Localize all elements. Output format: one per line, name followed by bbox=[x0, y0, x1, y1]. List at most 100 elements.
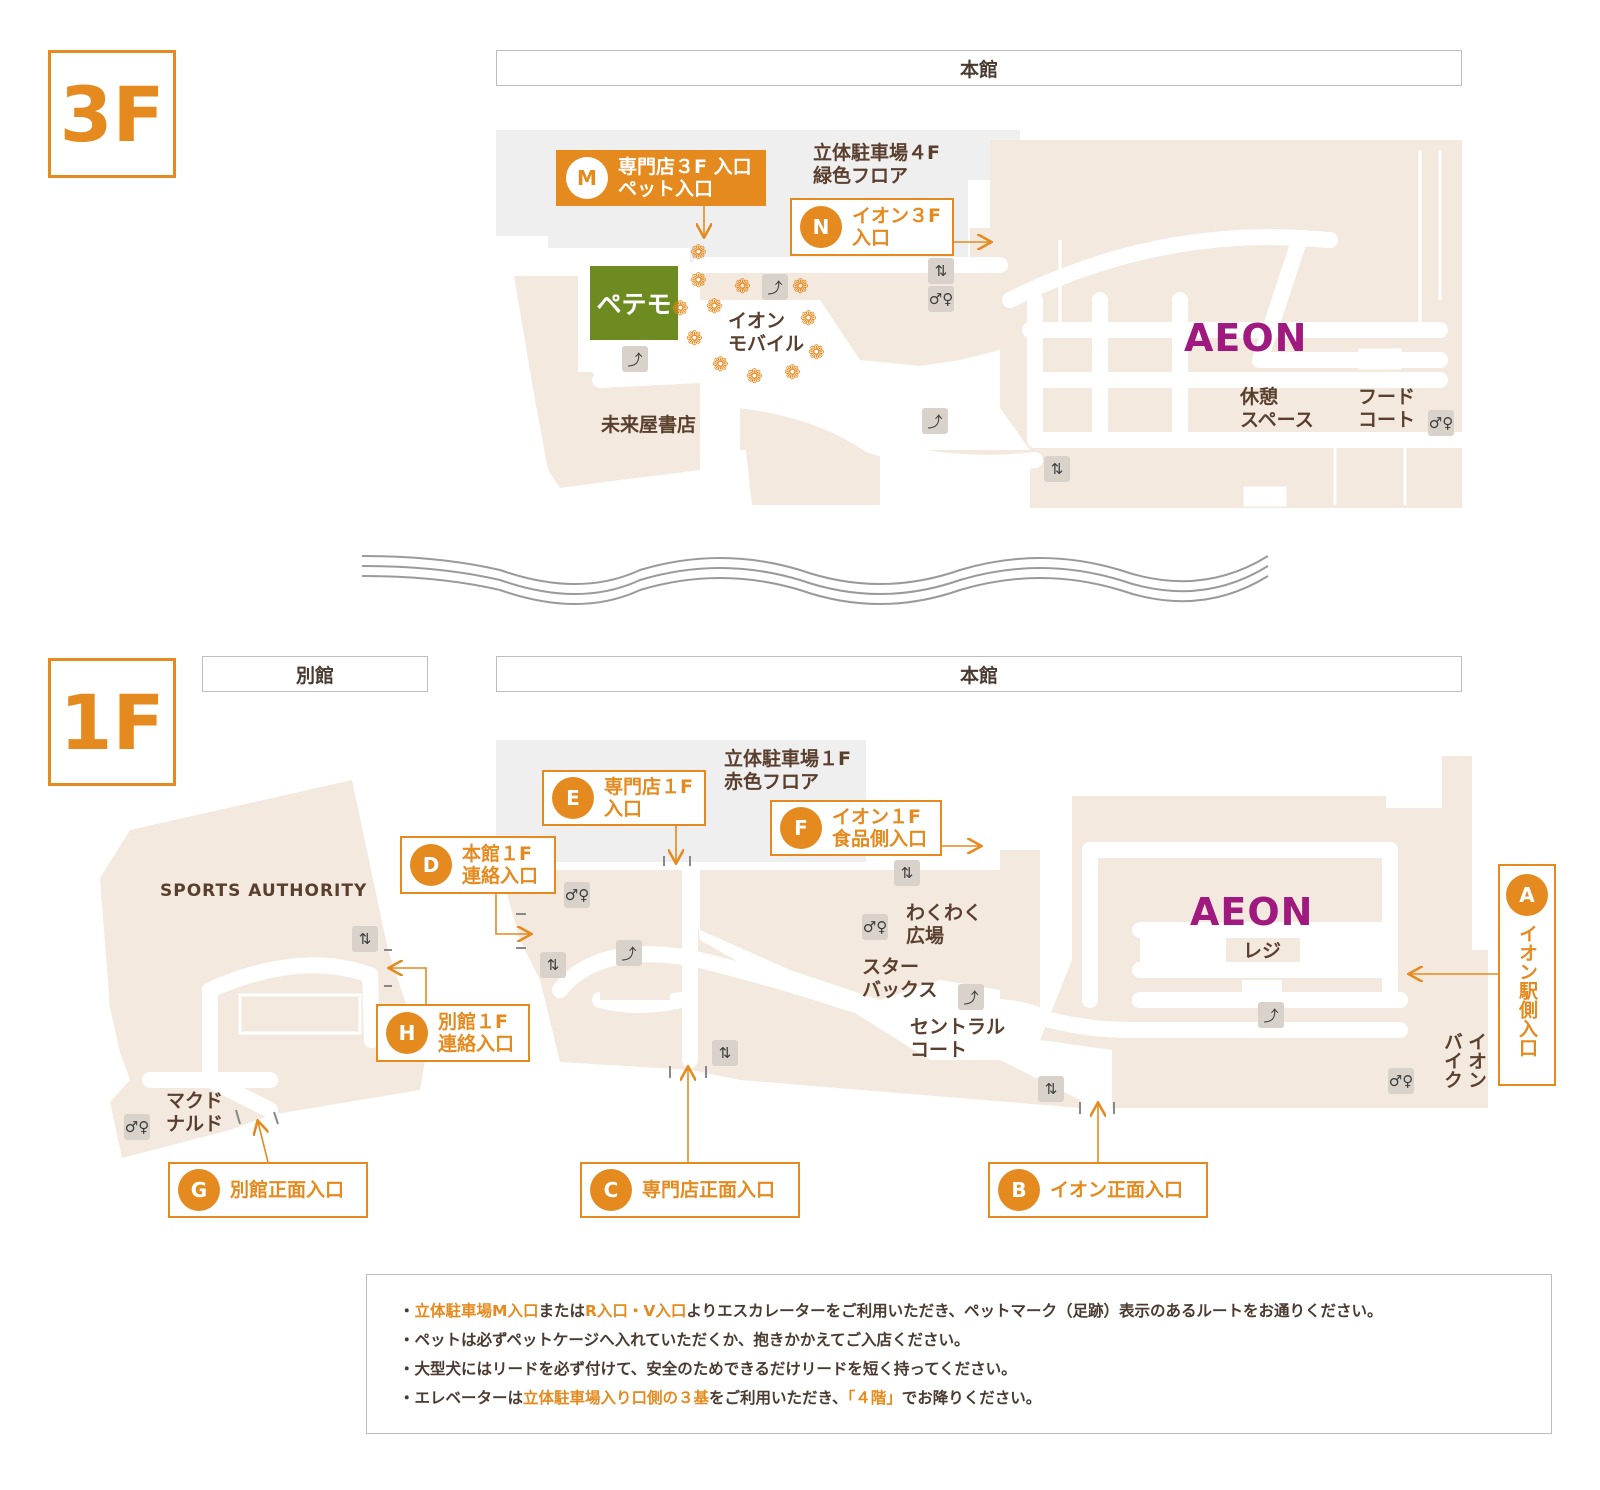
restroom-icon: ♂♀ bbox=[928, 286, 954, 312]
paw-icon: ❁ bbox=[792, 274, 809, 298]
note-line-3: ・大型犬にはリードを必ず付けて、安全のためできるだけリードを短く持ってください。 bbox=[399, 1360, 1017, 1378]
elevator-icon: ⇅ bbox=[894, 860, 920, 886]
escalator-icon: ⤴ bbox=[1258, 1002, 1284, 1028]
floor1-main-building-bar: 本館 bbox=[496, 656, 1462, 692]
entrance-H-label: 別館１F 連絡入口 bbox=[438, 1011, 515, 1055]
starbucks-label: スター バックス bbox=[862, 956, 938, 1001]
entrance-A-label: イオン駅側入口 bbox=[1516, 924, 1538, 1057]
note-highlight: 立体駐車場入り口側の３基 bbox=[523, 1389, 710, 1407]
paw-icon: ❁ bbox=[712, 352, 729, 376]
paw-icon: ❁ bbox=[784, 360, 801, 384]
food-court-label: フード コート bbox=[1358, 386, 1416, 431]
floor3-entrance-M[interactable]: M 専門店３F 入口 ペット入口 bbox=[556, 150, 766, 206]
register-label: レジ bbox=[1243, 940, 1282, 962]
elevator-icon: ⇅ bbox=[1038, 1076, 1064, 1102]
floor1-entrance-F[interactable]: F イオン１F 食品側入口 bbox=[770, 800, 942, 856]
escalator-icon: ⤴ bbox=[622, 346, 648, 372]
entrance-G-marker: G bbox=[178, 1169, 220, 1211]
restroom-icon: ♂♀ bbox=[1428, 410, 1454, 436]
floor3-parking-label: 立体駐車場４F 緑色フロア bbox=[813, 142, 940, 187]
paw-icon: ❁ bbox=[690, 268, 707, 292]
floor1-east-block bbox=[1000, 850, 1040, 1010]
floor1-entrance-D[interactable]: D 本館１F 連絡入口 bbox=[400, 836, 556, 894]
entrance-D-label: 本館１F 連絡入口 bbox=[462, 843, 539, 887]
entrance-A-marker: A bbox=[1506, 874, 1548, 916]
escalator-icon: ⤴ bbox=[958, 984, 984, 1010]
note-line-4: ・エレベーターは立体駐車場入り口側の３基をご利用いただき、「４階」でお降りくださ… bbox=[399, 1384, 1551, 1413]
paw-icon: ❁ bbox=[734, 274, 751, 298]
floor3-main-building-bar: 本館 bbox=[496, 50, 1462, 86]
floor3-aeon-logo: AEON bbox=[1184, 316, 1308, 360]
entrance-N-marker: N bbox=[800, 206, 842, 248]
entrance-B-marker: B bbox=[998, 1169, 1040, 1211]
floor3-entrance-N[interactable]: N イオン３F 入口 bbox=[790, 198, 954, 256]
restroom-icon: ♂♀ bbox=[564, 882, 590, 908]
entrance-C-label: 専門店正面入口 bbox=[642, 1179, 776, 1201]
paw-icon: ❁ bbox=[746, 364, 763, 388]
elevator-icon: ⇅ bbox=[1044, 456, 1070, 482]
floor3-aisles bbox=[592, 229, 1468, 471]
floor1-entrance-H[interactable]: H 別館１F 連絡入口 bbox=[376, 1004, 530, 1062]
floor1-entrance-C[interactable]: C 専門店正面入口 bbox=[580, 1162, 800, 1218]
entrance-D-marker: D bbox=[410, 844, 452, 886]
note-text: または bbox=[538, 1302, 585, 1320]
aeon-mobile-label: イオン モバイル bbox=[728, 310, 805, 355]
elevator-icon: ⇅ bbox=[928, 258, 954, 284]
floor-divider-wave bbox=[361, 555, 1269, 605]
sports-authority-label: SPORTS AUTHORITY bbox=[160, 881, 368, 901]
paw-icon: ❁ bbox=[800, 306, 817, 330]
entrance-E-marker: E bbox=[552, 777, 594, 819]
entrance-C-marker: C bbox=[590, 1169, 632, 1211]
note-highlight: 「４階」 bbox=[847, 1389, 902, 1407]
entrance-F-marker: F bbox=[780, 807, 822, 849]
floor1-entrance-E[interactable]: E 専門店１F 入口 bbox=[542, 770, 706, 826]
escalator-icon: ⤴ bbox=[762, 274, 788, 300]
central-court-label: セントラル コート bbox=[910, 1016, 1006, 1061]
paw-icon: ❁ bbox=[690, 240, 707, 264]
floor1-annex-building-bar: 別館 bbox=[202, 656, 428, 692]
restroom-icon: ♂♀ bbox=[862, 914, 888, 940]
entrance-N-label: イオン３F 入口 bbox=[852, 205, 941, 249]
entrance-M-marker: M bbox=[566, 157, 608, 199]
bookstore-label: 未来屋書店 bbox=[601, 414, 697, 436]
note-text: をご利用いただき、 bbox=[709, 1389, 848, 1407]
floor1-badge: 1F bbox=[48, 658, 176, 786]
floor1-aisles bbox=[142, 842, 1408, 1118]
floor3-shops-bottom bbox=[740, 398, 880, 505]
elevator-icon: ⇅ bbox=[712, 1040, 738, 1066]
restroom-icon: ♂♀ bbox=[124, 1114, 150, 1140]
bike-label-col2: イオン bbox=[1465, 1032, 1487, 1089]
pet-rules-notes: ・立体駐車場M入口またはR入口・V入口よりエスカレーターをご利用いただき、ペット… bbox=[366, 1274, 1552, 1434]
note-text: ・エレベーターは bbox=[399, 1389, 524, 1407]
entrance-B-label: イオン正面入口 bbox=[1050, 1179, 1184, 1201]
floor1-entrance-A[interactable]: A イオン駅側入口 bbox=[1498, 864, 1556, 1086]
bike-label-col1: バイク bbox=[1441, 1032, 1463, 1089]
restroom-icon: ♂♀ bbox=[1388, 1068, 1414, 1094]
waku-hiroba-label: わくわく 広場 bbox=[906, 902, 983, 947]
escalator-icon: ⤴ bbox=[616, 940, 642, 966]
note-highlight: R入口・V入口 bbox=[584, 1302, 687, 1320]
entrance-H-marker: H bbox=[386, 1012, 428, 1054]
rest-space-label: 休憩 スペース bbox=[1240, 386, 1314, 431]
elevator-icon: ⇅ bbox=[352, 926, 378, 952]
note-highlight: 立体駐車場M入口 bbox=[414, 1302, 539, 1320]
petemo-store[interactable]: ペテモ bbox=[590, 266, 678, 340]
note-text: よりエスカレーターをご利用いただき、ペットマーク（足跡）表示のあるルートをお通り… bbox=[686, 1302, 1383, 1320]
floor1-parking-label: 立体駐車場１F 赤色フロア bbox=[724, 748, 851, 793]
paw-icon: ❁ bbox=[686, 326, 703, 350]
note-line-2: ・ペットは必ずペットケージへ入れていただくか、抱きかかえてご入店ください。 bbox=[399, 1331, 970, 1349]
paw-icon: ❁ bbox=[808, 340, 825, 364]
floor1-entrance-G[interactable]: G 別館正面入口 bbox=[168, 1162, 368, 1218]
elevator-icon: ⇅ bbox=[540, 952, 566, 978]
entrance-M-label: 専門店３F 入口 ペット入口 bbox=[618, 156, 752, 200]
note-line-1: ・立体駐車場M入口またはR入口・V入口よりエスカレーターをご利用いただき、ペット… bbox=[399, 1297, 1551, 1326]
floor1-entrance-B[interactable]: B イオン正面入口 bbox=[988, 1162, 1208, 1218]
floor1-aeon-logo: AEON bbox=[1190, 890, 1314, 934]
note-text: でお降りください。 bbox=[901, 1389, 1042, 1407]
mcdonalds-label: マクド ナルド bbox=[166, 1090, 224, 1135]
paw-icon: ❁ bbox=[706, 294, 723, 318]
entrance-E-label: 専門店１F 入口 bbox=[604, 776, 693, 820]
note-bullet: ・ bbox=[399, 1302, 415, 1320]
floor3-room-lines bbox=[1058, 150, 1442, 507]
